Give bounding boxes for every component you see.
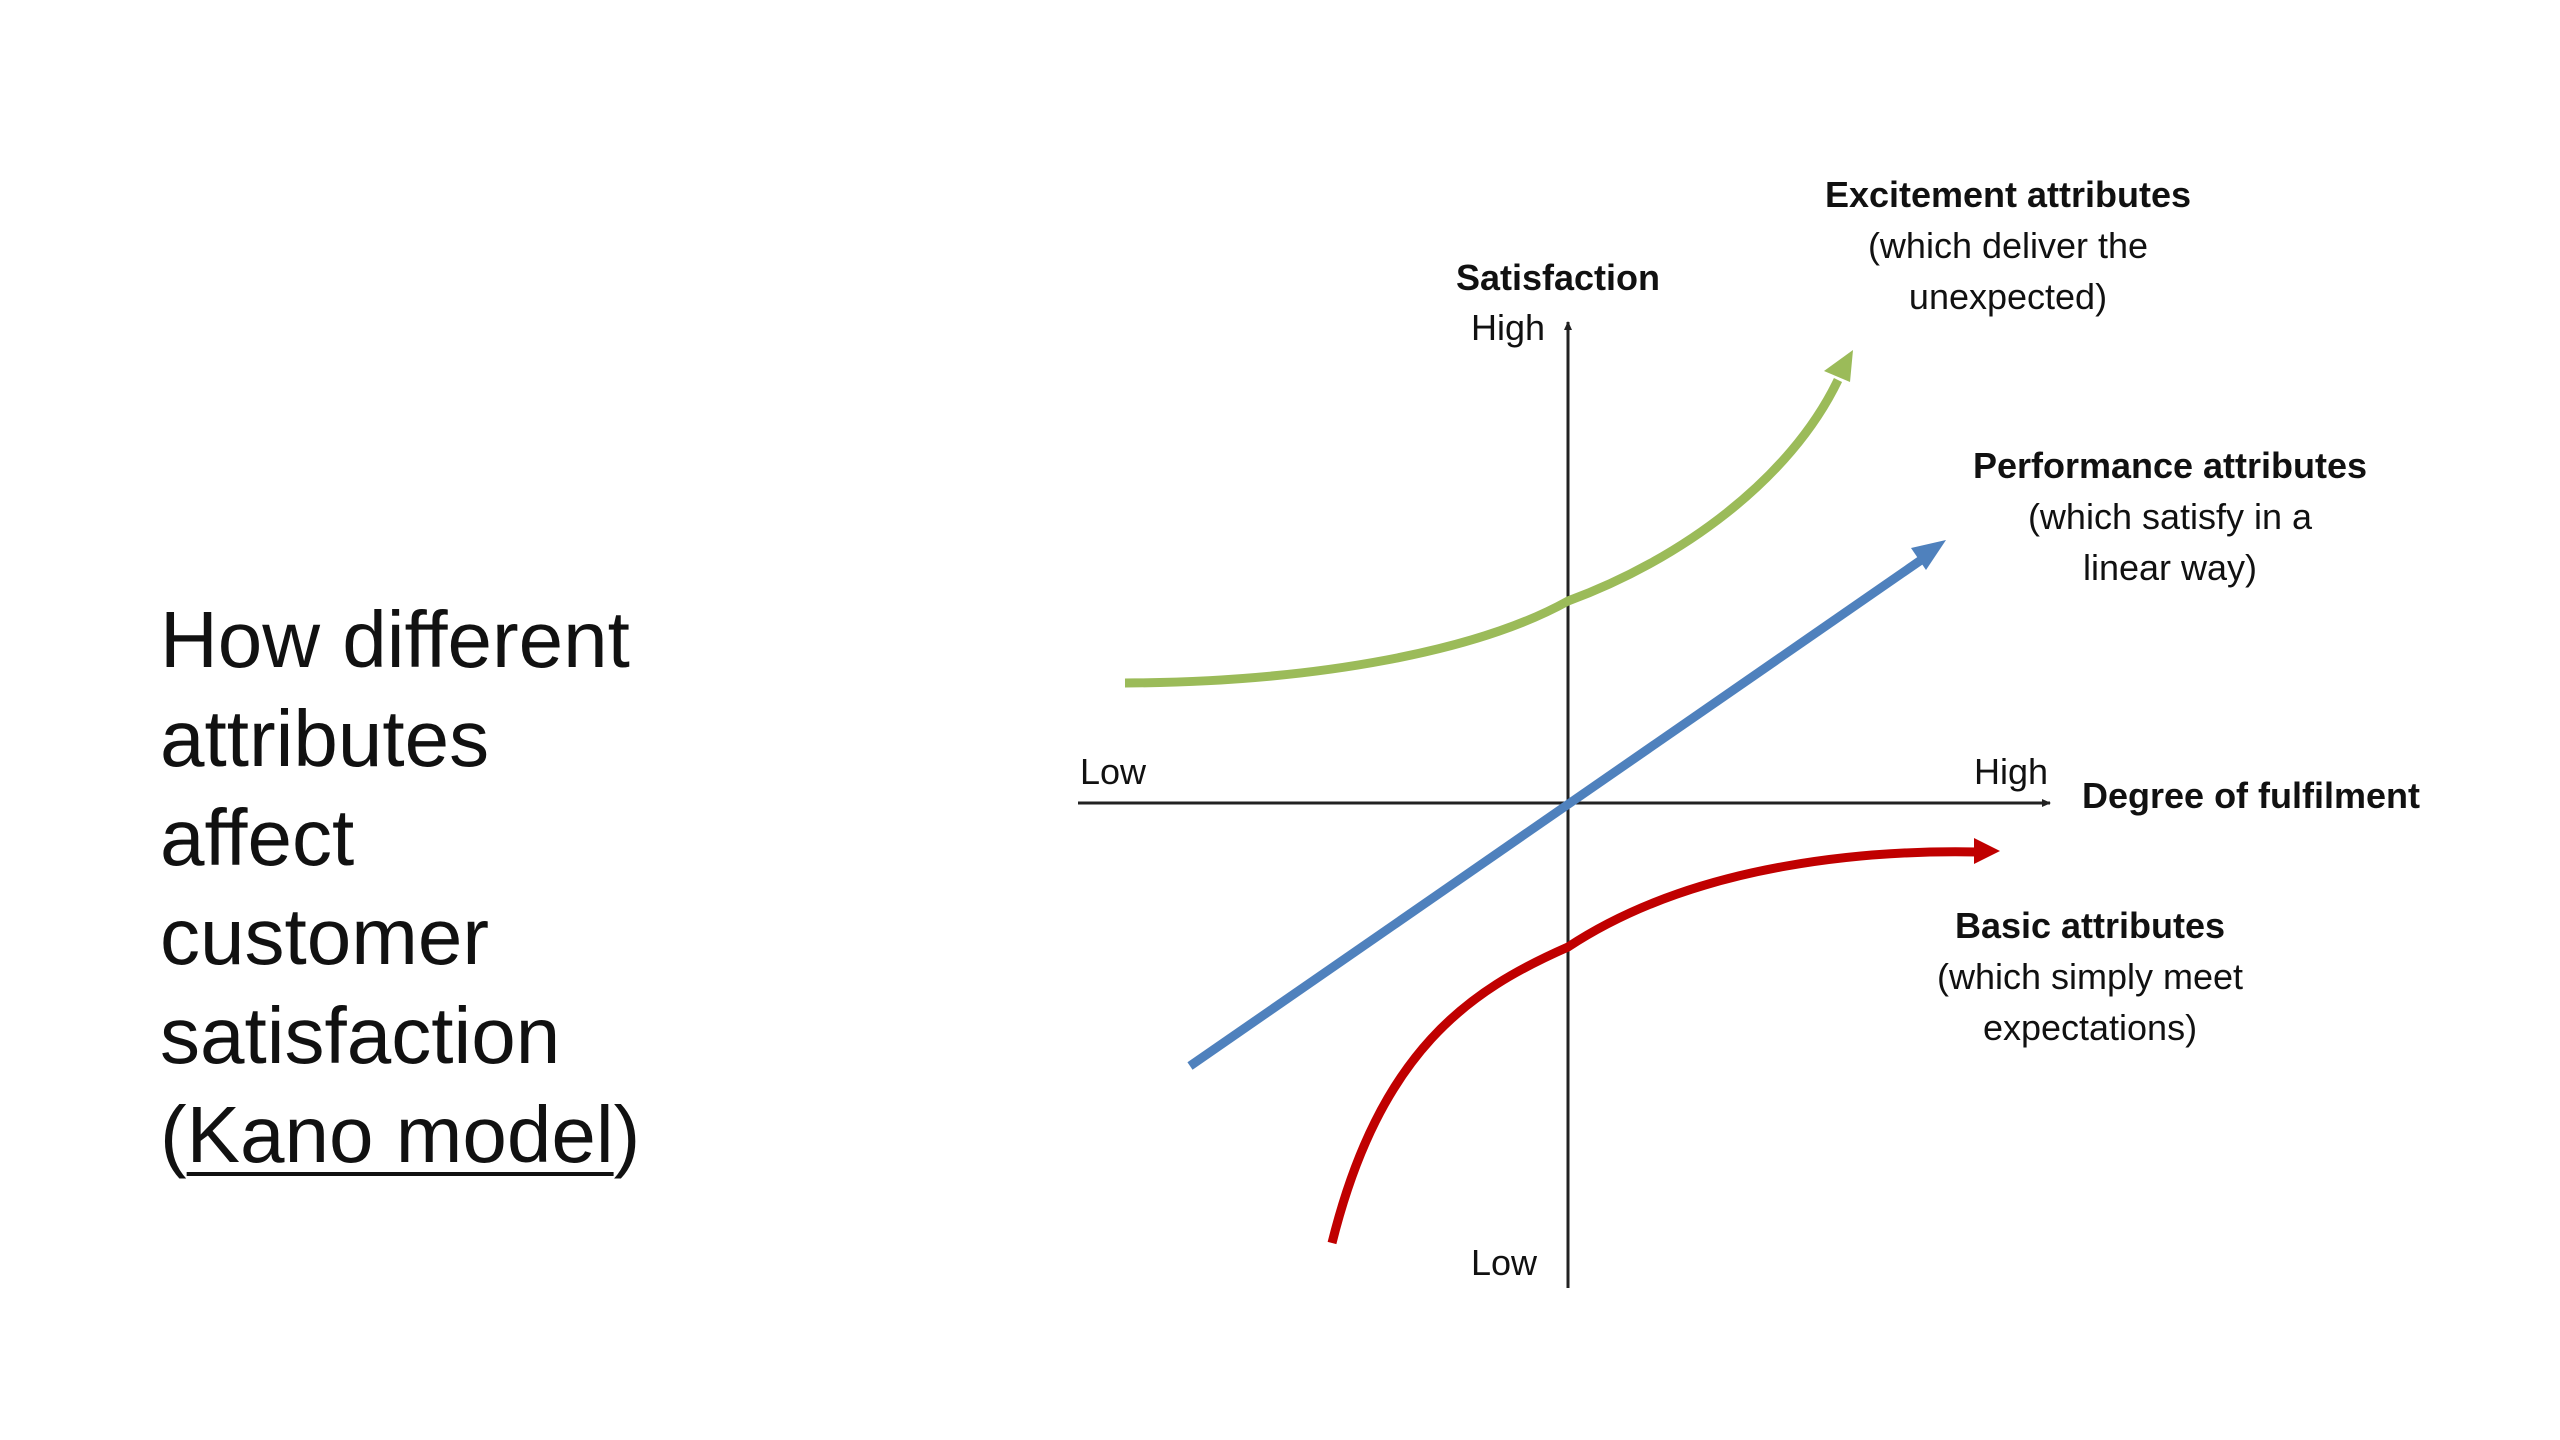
basic-desc-line-1: (which simply meet [1937, 956, 2243, 997]
basic-curve [1327, 847, 1979, 1245]
x-axis-low-label: Low [1080, 751, 1147, 792]
title-open-paren: ( [160, 1090, 187, 1179]
title-line-4: customer [160, 892, 489, 981]
basic-desc-line-2: expectations) [1983, 1007, 2197, 1048]
basic-arrowhead [1974, 838, 2000, 864]
y-axis-title: Satisfaction [1456, 257, 1660, 298]
excitement-title: Excitement attributes [1825, 174, 2191, 215]
performance-desc-line-2: linear way) [2083, 547, 2257, 588]
performance-arrowhead [1911, 540, 1946, 570]
title-line-2: attributes [160, 694, 490, 783]
excitement-curve [1124, 378, 1843, 688]
y-axis-low-label: Low [1471, 1242, 1538, 1283]
x-axis-title: Degree of fulfilment [2082, 775, 2420, 816]
y-axis-high-label: High [1471, 307, 1545, 348]
excitement-desc-line-1: (which deliver the [1868, 225, 2148, 266]
title-line-1: How different [160, 595, 630, 684]
x-axis-high-label: High [1974, 751, 2048, 792]
kano-model-link[interactable]: Kano model [186, 1090, 614, 1179]
slide-title: How different attributes affect customer… [160, 590, 860, 1184]
performance-desc-line-1: (which satisfy in a [2028, 496, 2313, 537]
performance-title: Performance attributes [1973, 445, 2367, 486]
excitement-arrowhead [1824, 350, 1853, 382]
excitement-desc-line-2: unexpected) [1909, 276, 2107, 317]
title-line-6: (Kano model) [160, 1085, 860, 1184]
basic-title: Basic attributes [1955, 905, 2225, 946]
title-line-5: satisfaction [160, 991, 561, 1080]
title-line-3: affect [160, 793, 355, 882]
performance-line [1187, 554, 1927, 1070]
title-close-paren: ) [613, 1090, 641, 1179]
